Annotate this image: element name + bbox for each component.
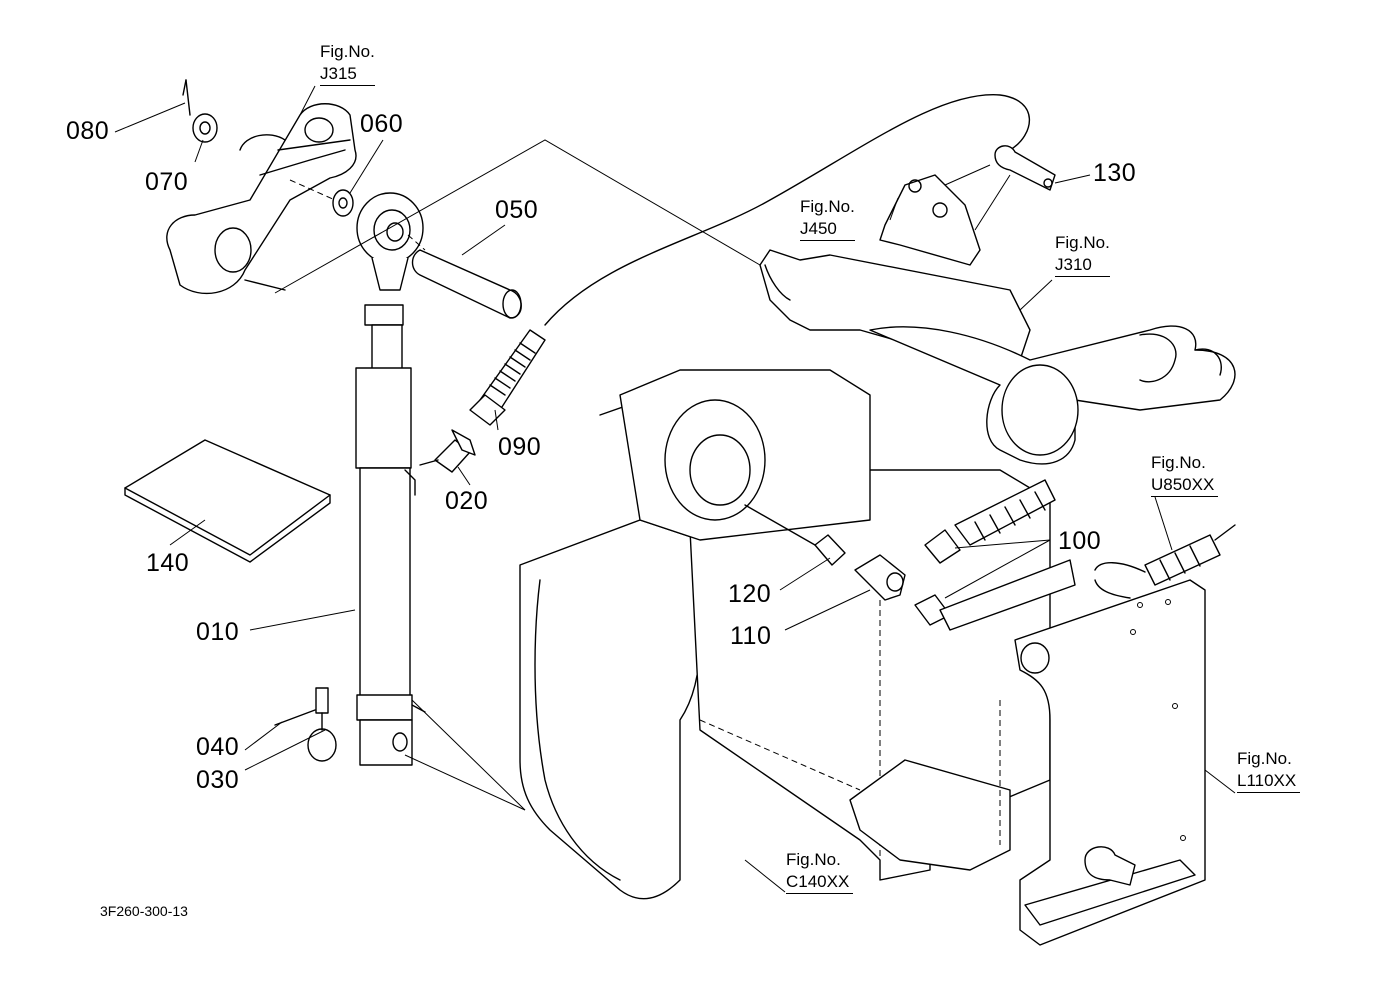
pin-030-drawing: [274, 687, 337, 762]
part-label-050[interactable]: 050: [495, 196, 539, 224]
part-label-070[interactable]: 070: [145, 168, 189, 196]
fitting-100-drawing: [914, 479, 1076, 631]
figure-ref-caption: Fig.No.: [800, 197, 855, 216]
fitting-120-drawing: [744, 504, 846, 566]
lift-arm-drawing: [166, 103, 357, 295]
figure-ref-number: J315: [320, 63, 375, 86]
figure-ref-l110xx[interactable]: Fig.No. L110XX: [1237, 748, 1301, 793]
part-label-060[interactable]: 060: [360, 110, 404, 138]
figure-ref-number: L110XX: [1237, 770, 1301, 793]
part-label-100[interactable]: 100: [1058, 527, 1102, 555]
link-130-drawing: [994, 145, 1056, 191]
transmission-housing-drawing: [519, 249, 1236, 900]
figure-ref-caption: Fig.No.: [1151, 453, 1206, 472]
drawing-code: 3F260-300-13: [100, 903, 188, 919]
figure-ref-j310[interactable]: Fig.No. J310: [1055, 232, 1110, 277]
elbow-020-drawing: [419, 429, 476, 473]
hose-u850xx-drawing: [1094, 524, 1236, 599]
plate-l110xx-drawing: [1014, 579, 1206, 946]
figure-ref-number: U850XX: [1151, 474, 1219, 497]
figure-ref-c140xx[interactable]: Fig.No. C140XX: [786, 849, 854, 894]
pin-050-drawing: [407, 234, 522, 319]
figure-ref-caption: Fig.No.: [786, 850, 841, 869]
figure-ref-u850xx[interactable]: Fig.No. U850XX: [1151, 452, 1219, 497]
part-label-090[interactable]: 090: [498, 433, 542, 461]
figure-ref-number: C140XX: [786, 871, 854, 894]
manual-140-drawing: [124, 439, 331, 563]
part-label-130[interactable]: 130: [1093, 159, 1137, 187]
bracket-j450-drawing: [879, 164, 1011, 266]
figure-ref-j315[interactable]: Fig.No. J315: [320, 41, 375, 86]
part-label-140[interactable]: 140: [146, 549, 190, 577]
part-label-030[interactable]: 030: [196, 766, 240, 794]
leader-lines: [114, 85, 1236, 893]
cylinder-010-drawing: [355, 192, 426, 766]
figure-ref-number: J450: [800, 218, 855, 241]
figure-ref-number: J310: [1055, 254, 1110, 277]
tee-110-drawing: [854, 554, 906, 601]
figure-ref-caption: Fig.No.: [320, 42, 375, 61]
figure-ref-j450[interactable]: Fig.No. J450: [800, 196, 855, 241]
part-label-010[interactable]: 010: [196, 618, 240, 646]
part-label-080[interactable]: 080: [66, 117, 110, 145]
pin-080-drawing: [182, 79, 191, 116]
bracket-drawing: [849, 700, 1011, 871]
washer-070-drawing: [192, 113, 218, 143]
part-label-120[interactable]: 120: [728, 580, 772, 608]
washer-060-drawing: [289, 179, 354, 217]
part-label-040[interactable]: 040: [196, 733, 240, 761]
figure-ref-caption: Fig.No.: [1237, 749, 1292, 768]
figure-ref-caption: Fig.No.: [1055, 233, 1110, 252]
part-label-110[interactable]: 110: [730, 622, 772, 650]
part-label-020[interactable]: 020: [445, 487, 489, 515]
